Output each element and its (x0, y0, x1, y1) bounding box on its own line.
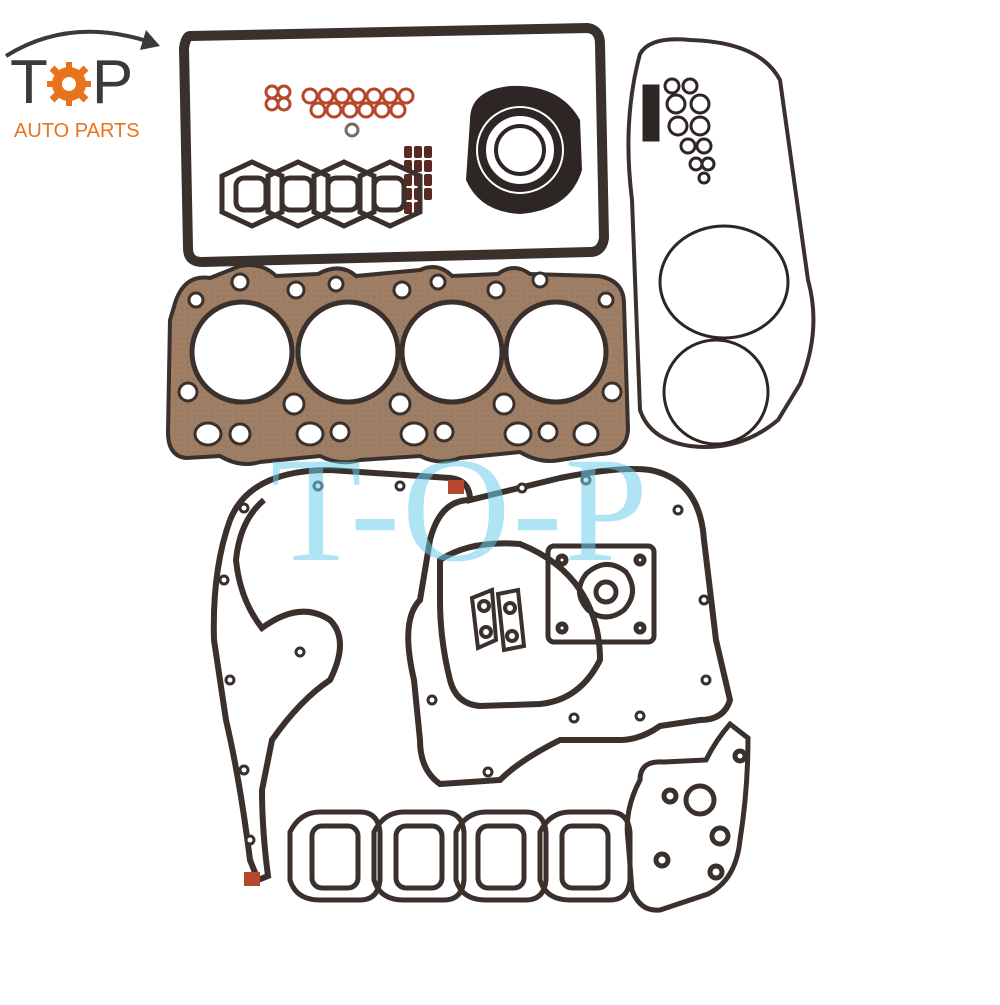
timing-cover-gasket (210, 466, 734, 884)
small-flange-gaskets (469, 587, 527, 653)
injector-o-rings (642, 77, 716, 185)
water-pump-gasket (624, 720, 751, 913)
timing-cover-bolt-holes (218, 474, 712, 846)
logo-letter-t: T (10, 48, 48, 117)
logo-letter-p: P (91, 48, 133, 117)
manifold-gaskets-bottom (287, 809, 633, 903)
logo-subtitle: AUTO PARTS (14, 120, 140, 142)
logo-wordmark: T O P (10, 52, 133, 114)
manifold-gaskets-top (219, 159, 423, 229)
arrow-icon (4, 29, 160, 58)
o-ring-set (264, 84, 415, 138)
oil-pan-gasket (178, 22, 610, 268)
cylinder-head-gasket (165, 263, 631, 466)
square-flange-gasket (545, 543, 657, 645)
gear-icon: O (46, 56, 92, 106)
rocker-cover-gasket (626, 37, 816, 449)
large-o-rings (658, 224, 790, 446)
timing-cover-tab (244, 480, 464, 886)
brand-logo: T O P AUTO PARTS (0, 22, 170, 152)
rear-main-seal (466, 85, 582, 214)
